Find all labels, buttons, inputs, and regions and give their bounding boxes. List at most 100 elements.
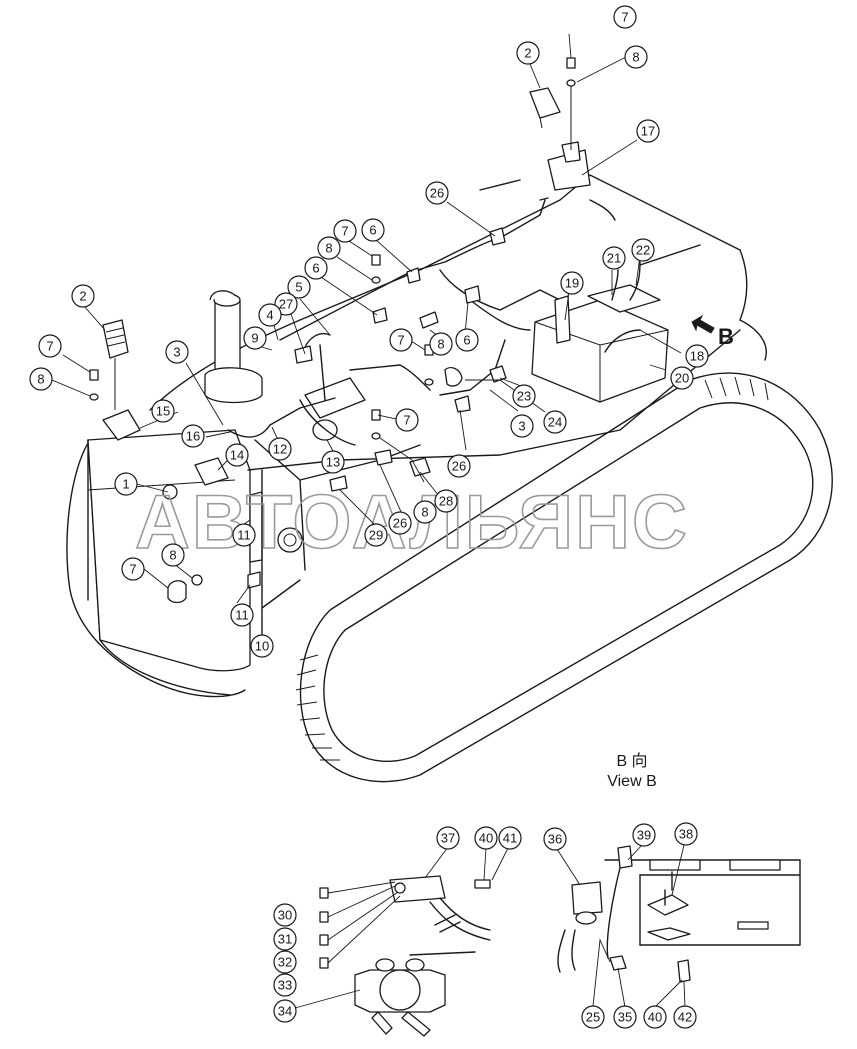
callout-3: 3 xyxy=(510,414,534,438)
svg-text:26: 26 xyxy=(430,186,444,201)
callout-32: 32 xyxy=(273,950,297,974)
callout-19: 19 xyxy=(560,271,584,295)
callout-2: 2 xyxy=(516,41,540,65)
svg-text:3: 3 xyxy=(518,419,525,434)
svg-text:30: 30 xyxy=(278,908,292,923)
callout-25: 25 xyxy=(581,1005,605,1029)
view-b-arrow-label: B xyxy=(718,324,734,349)
callout-7: 7 xyxy=(613,5,637,29)
svg-text:37: 37 xyxy=(441,831,455,846)
view-b-title-en: View B xyxy=(607,773,657,790)
callout-15: 15 xyxy=(151,399,175,423)
svg-text:4: 4 xyxy=(266,308,273,323)
callout-40: 40 xyxy=(643,1005,667,1029)
callout-9: 9 xyxy=(243,326,267,350)
parts xyxy=(89,57,669,641)
svg-text:1: 1 xyxy=(122,477,129,492)
svg-text:27: 27 xyxy=(279,297,293,312)
svg-text:9: 9 xyxy=(251,331,258,346)
svg-text:41: 41 xyxy=(503,831,517,846)
svg-text:26: 26 xyxy=(452,459,466,474)
callout-33: 33 xyxy=(273,973,297,997)
callout-7: 7 xyxy=(121,557,145,581)
svg-text:7: 7 xyxy=(129,562,136,577)
svg-text:28: 28 xyxy=(439,494,453,509)
svg-text:10: 10 xyxy=(255,639,269,654)
svg-text:14: 14 xyxy=(230,448,244,463)
svg-text:18: 18 xyxy=(690,349,704,364)
svg-text:8: 8 xyxy=(325,241,332,256)
svg-text:7: 7 xyxy=(621,10,628,25)
callout-8: 8 xyxy=(29,367,53,391)
svg-text:2: 2 xyxy=(79,289,86,304)
svg-text:33: 33 xyxy=(278,978,292,993)
callout-18: 18 xyxy=(685,344,709,368)
svg-text:21: 21 xyxy=(607,251,621,266)
svg-text:15: 15 xyxy=(156,404,170,419)
svg-text:36: 36 xyxy=(548,832,562,847)
callout-26: 26 xyxy=(447,454,471,478)
svg-text:5: 5 xyxy=(295,280,302,295)
svg-text:34: 34 xyxy=(278,1004,292,1019)
callout-11: 11 xyxy=(232,523,256,547)
callout-30: 30 xyxy=(273,903,297,927)
view-b-title-cn: B 向 xyxy=(616,752,647,770)
svg-text:39: 39 xyxy=(637,828,651,843)
detail-view-b xyxy=(557,845,801,983)
callout-3: 3 xyxy=(165,340,189,364)
svg-text:7: 7 xyxy=(403,413,410,428)
callout-22: 22 xyxy=(631,238,655,262)
callout-5: 5 xyxy=(287,275,311,299)
svg-text:7: 7 xyxy=(341,224,348,239)
svg-text:6: 6 xyxy=(463,333,470,348)
detail-relay-assembly xyxy=(319,875,491,1037)
callout-8: 8 xyxy=(317,236,341,260)
svg-text:8: 8 xyxy=(421,505,428,520)
callout-31: 31 xyxy=(273,927,297,951)
view-b-arrow: B xyxy=(691,314,734,349)
callout-6: 6 xyxy=(304,256,328,280)
svg-text:32: 32 xyxy=(278,955,292,970)
svg-text:17: 17 xyxy=(641,124,655,139)
watermark: АВТОАЛЬЯНС xyxy=(135,480,689,565)
callout-2: 2 xyxy=(71,284,95,308)
svg-text:26: 26 xyxy=(393,516,407,531)
svg-text:35: 35 xyxy=(618,1010,632,1025)
callout-8: 8 xyxy=(429,332,453,356)
callout-17: 17 xyxy=(636,119,660,143)
svg-text:20: 20 xyxy=(675,371,689,386)
svg-text:19: 19 xyxy=(565,276,579,291)
callout-6: 6 xyxy=(361,218,385,242)
svg-text:7: 7 xyxy=(46,339,53,354)
svg-text:29: 29 xyxy=(369,528,383,543)
svg-text:8: 8 xyxy=(632,50,639,65)
callout-7: 7 xyxy=(38,334,62,358)
callout-39: 39 xyxy=(632,823,656,847)
svg-text:31: 31 xyxy=(278,932,292,947)
callout-35: 35 xyxy=(613,1005,637,1029)
callout-20: 20 xyxy=(670,366,694,390)
callout-26: 26 xyxy=(425,181,449,205)
callout-37: 37 xyxy=(436,826,460,850)
svg-text:8: 8 xyxy=(437,337,444,352)
callout-12: 12 xyxy=(268,437,292,461)
callout-1: 1 xyxy=(114,472,138,496)
callout-41: 41 xyxy=(498,826,522,850)
callout-8: 8 xyxy=(624,45,648,69)
callout-7: 7 xyxy=(389,328,413,352)
callout-6: 6 xyxy=(455,328,479,352)
callout-11: 11 xyxy=(230,603,254,627)
callouts: 7 8 2 17 26 7 6 8 6 5 27 4 9 2 7 8 3 15 … xyxy=(29,5,709,1029)
svg-text:7: 7 xyxy=(397,333,404,348)
callout-29: 29 xyxy=(364,523,388,547)
callout-34: 34 xyxy=(273,999,297,1023)
callout-4: 4 xyxy=(258,303,282,327)
callout-10: 10 xyxy=(250,634,274,658)
svg-text:8: 8 xyxy=(169,548,176,563)
callout-36: 36 xyxy=(543,827,567,851)
callout-26: 26 xyxy=(388,511,412,535)
callout-13: 13 xyxy=(321,450,345,474)
svg-text:25: 25 xyxy=(586,1010,600,1025)
svg-text:12: 12 xyxy=(273,442,287,457)
